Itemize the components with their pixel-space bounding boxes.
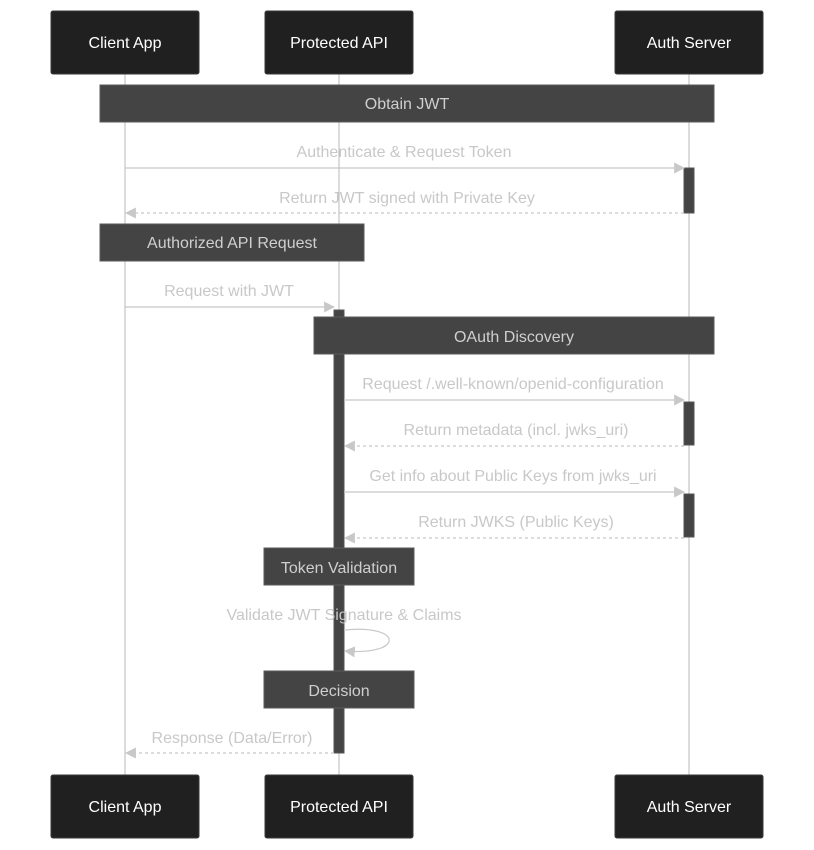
message-return-jwt: Return JWT signed with Private Key xyxy=(124,190,684,219)
activation-auth-2 xyxy=(683,401,695,446)
actor-auth-bottom: Auth Server xyxy=(614,774,764,839)
note-decision: Decision xyxy=(263,670,415,709)
message-request-with-jwt: Request with JWT xyxy=(125,283,336,313)
message-8-label: Validate JWT Signature & Claims xyxy=(226,607,461,624)
actor-api-top: Protected API xyxy=(264,10,414,75)
note-oauth-discovery: OAuth Discovery xyxy=(313,316,715,355)
actor-api-bottom: Protected API xyxy=(264,774,414,839)
message-request-openid-configuration: Request /.well-known/openid-configuratio… xyxy=(344,376,686,406)
activation-api xyxy=(333,309,345,754)
note-obtain-jwt-label: Obtain JWT xyxy=(365,96,450,113)
message-response: Response (Data/Error) xyxy=(124,730,334,759)
message-9-label: Response (Data/Error) xyxy=(152,730,313,747)
actor-auth-top-label: Auth Server xyxy=(647,35,732,52)
note-token-validation: Token Validation xyxy=(263,547,415,586)
actor-api-top-label: Protected API xyxy=(290,35,388,52)
message-return-jwks: Return JWKS (Public Keys) xyxy=(343,514,684,544)
note-decision-label: Decision xyxy=(308,683,369,700)
note-token-validation-label: Token Validation xyxy=(281,560,397,577)
note-authorized-api-request-label: Authorized API Request xyxy=(147,235,317,252)
actor-client-bottom-label: Client App xyxy=(89,799,162,816)
actor-client-top: Client App xyxy=(50,10,200,75)
message-3-label: Request with JWT xyxy=(164,283,294,300)
actor-client-bottom: Client App xyxy=(50,774,200,839)
actor-api-bottom-label: Protected API xyxy=(290,799,388,816)
message-2-label: Return JWT signed with Private Key xyxy=(279,190,535,207)
note-obtain-jwt: Obtain JWT xyxy=(99,84,715,123)
message-5-label: Return metadata (incl. jwks_uri) xyxy=(404,422,629,439)
actor-auth-top: Auth Server xyxy=(614,10,764,75)
message-authenticate-request-token: Authenticate & Request Token xyxy=(125,144,686,174)
note-oauth-discovery-label: OAuth Discovery xyxy=(454,329,574,346)
message-6-label: Get info about Public Keys from jwks_uri xyxy=(369,468,656,485)
activation-auth-3 xyxy=(683,493,695,538)
message-validate-jwt-self: Validate JWT Signature & Claims xyxy=(226,607,462,658)
message-4-label: Request /.well-known/openid-configuratio… xyxy=(362,376,664,393)
actor-auth-bottom-label: Auth Server xyxy=(647,799,732,816)
message-7-label: Return JWKS (Public Keys) xyxy=(418,514,614,531)
actor-client-top-label: Client App xyxy=(89,35,162,52)
note-authorized-api-request: Authorized API Request xyxy=(99,223,365,262)
message-get-public-keys: Get info about Public Keys from jwks_uri xyxy=(344,468,686,498)
activation-auth-1 xyxy=(683,167,695,214)
message-1-label: Authenticate & Request Token xyxy=(297,144,512,161)
message-return-metadata: Return metadata (incl. jwks_uri) xyxy=(343,422,684,452)
